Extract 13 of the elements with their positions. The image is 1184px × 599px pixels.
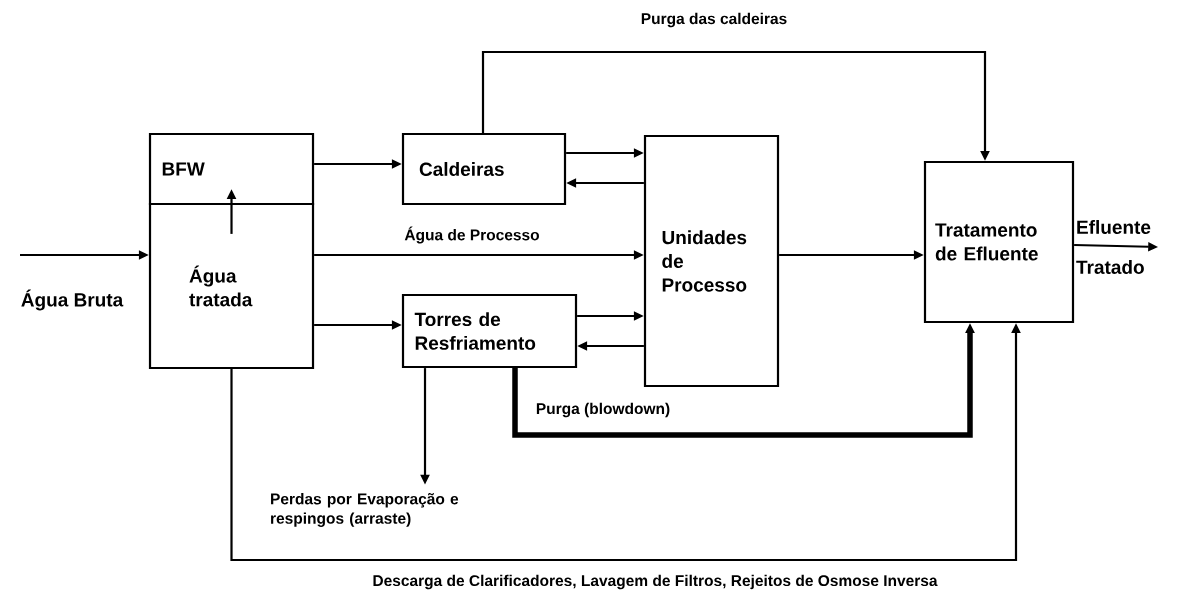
process-box: Torres de Resfriamento xyxy=(401,293,578,369)
flow-label: Efluente Tratado xyxy=(1076,220,1151,274)
process-box: Caldeiras xyxy=(401,132,567,206)
edge-label: Purga (blowdown) xyxy=(534,401,672,419)
process-box: BFW xyxy=(148,132,315,206)
process-box: Água tratada xyxy=(148,202,315,370)
process-box: Unidades de Processo xyxy=(643,134,780,388)
loss-label: Perdas por Evaporação e respingos (arraste) xyxy=(271,493,459,527)
edge-label: Purga das caldeiras xyxy=(639,11,789,29)
edge-label: Descarga de Clarificadores, Lavagem de Filtros, Rejeitos de Osmose Inversa xyxy=(371,573,939,591)
edge-label: Água de Processo xyxy=(403,225,541,245)
process-box: Tratamento de Efluente xyxy=(923,160,1075,324)
edge-label: Água Bruta xyxy=(19,288,125,312)
